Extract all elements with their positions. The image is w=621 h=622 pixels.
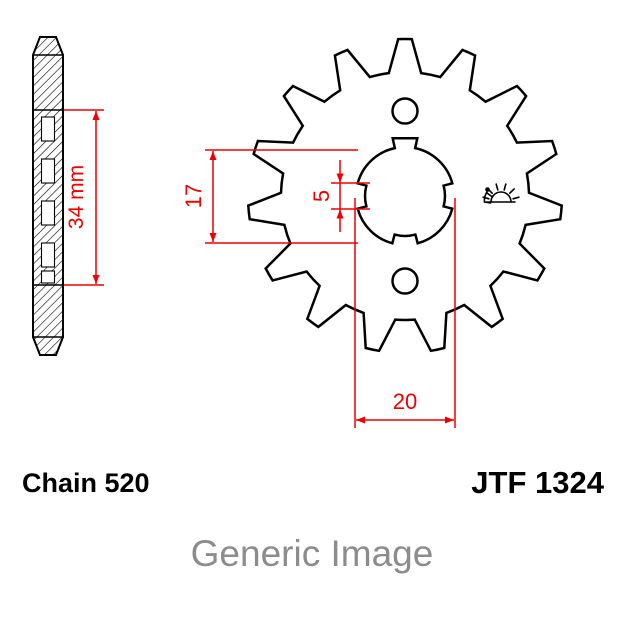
bolt-hole-bottom — [391, 267, 419, 295]
dimension-value: 34 mm — [65, 165, 88, 229]
logo-sun-ray — [482, 196, 490, 200]
rising-sun-logo-icon — [482, 183, 520, 204]
sprocket-front-view — [246, 37, 564, 353]
dimension-spline-width: 5 — [309, 160, 370, 232]
spline-block — [40, 116, 56, 142]
spline-block — [40, 270, 56, 284]
side-view-body — [32, 36, 64, 356]
logo-sun-ray — [512, 196, 520, 200]
generic-image-watermark: Generic Image — [191, 533, 434, 574]
dimension-bore-height: 17 — [181, 149, 358, 244]
bolt-hole-top — [391, 97, 419, 125]
logo-sun-body — [490, 191, 512, 203]
dimension-value: 17 — [181, 184, 206, 208]
part-number-label: JTF 1324 — [471, 465, 604, 500]
dimension-hub-length: 34 mm — [64, 109, 104, 286]
spline-block — [40, 200, 56, 226]
logo-sun-ray — [495, 183, 499, 191]
dimension-annotations: 34 mm 17 5 20 — [64, 109, 456, 428]
spline-block — [40, 242, 56, 268]
logo-figure-arm — [486, 192, 494, 198]
dimension-bore-diameter: 20 — [354, 198, 456, 428]
logo-sun-rays — [482, 183, 520, 200]
dimension-value: 5 — [309, 190, 334, 202]
sprocket-side-view — [32, 36, 64, 356]
logo-sun-ray — [503, 183, 507, 191]
spline-block — [40, 158, 56, 184]
side-view-spline-blocks — [40, 116, 56, 284]
logo-sun-ray — [487, 188, 494, 194]
dimension-value: 20 — [393, 389, 417, 414]
chain-spec-label: Chain 520 — [22, 468, 150, 498]
logo-sun-ray — [508, 188, 515, 194]
sprocket-bore — [356, 137, 454, 245]
